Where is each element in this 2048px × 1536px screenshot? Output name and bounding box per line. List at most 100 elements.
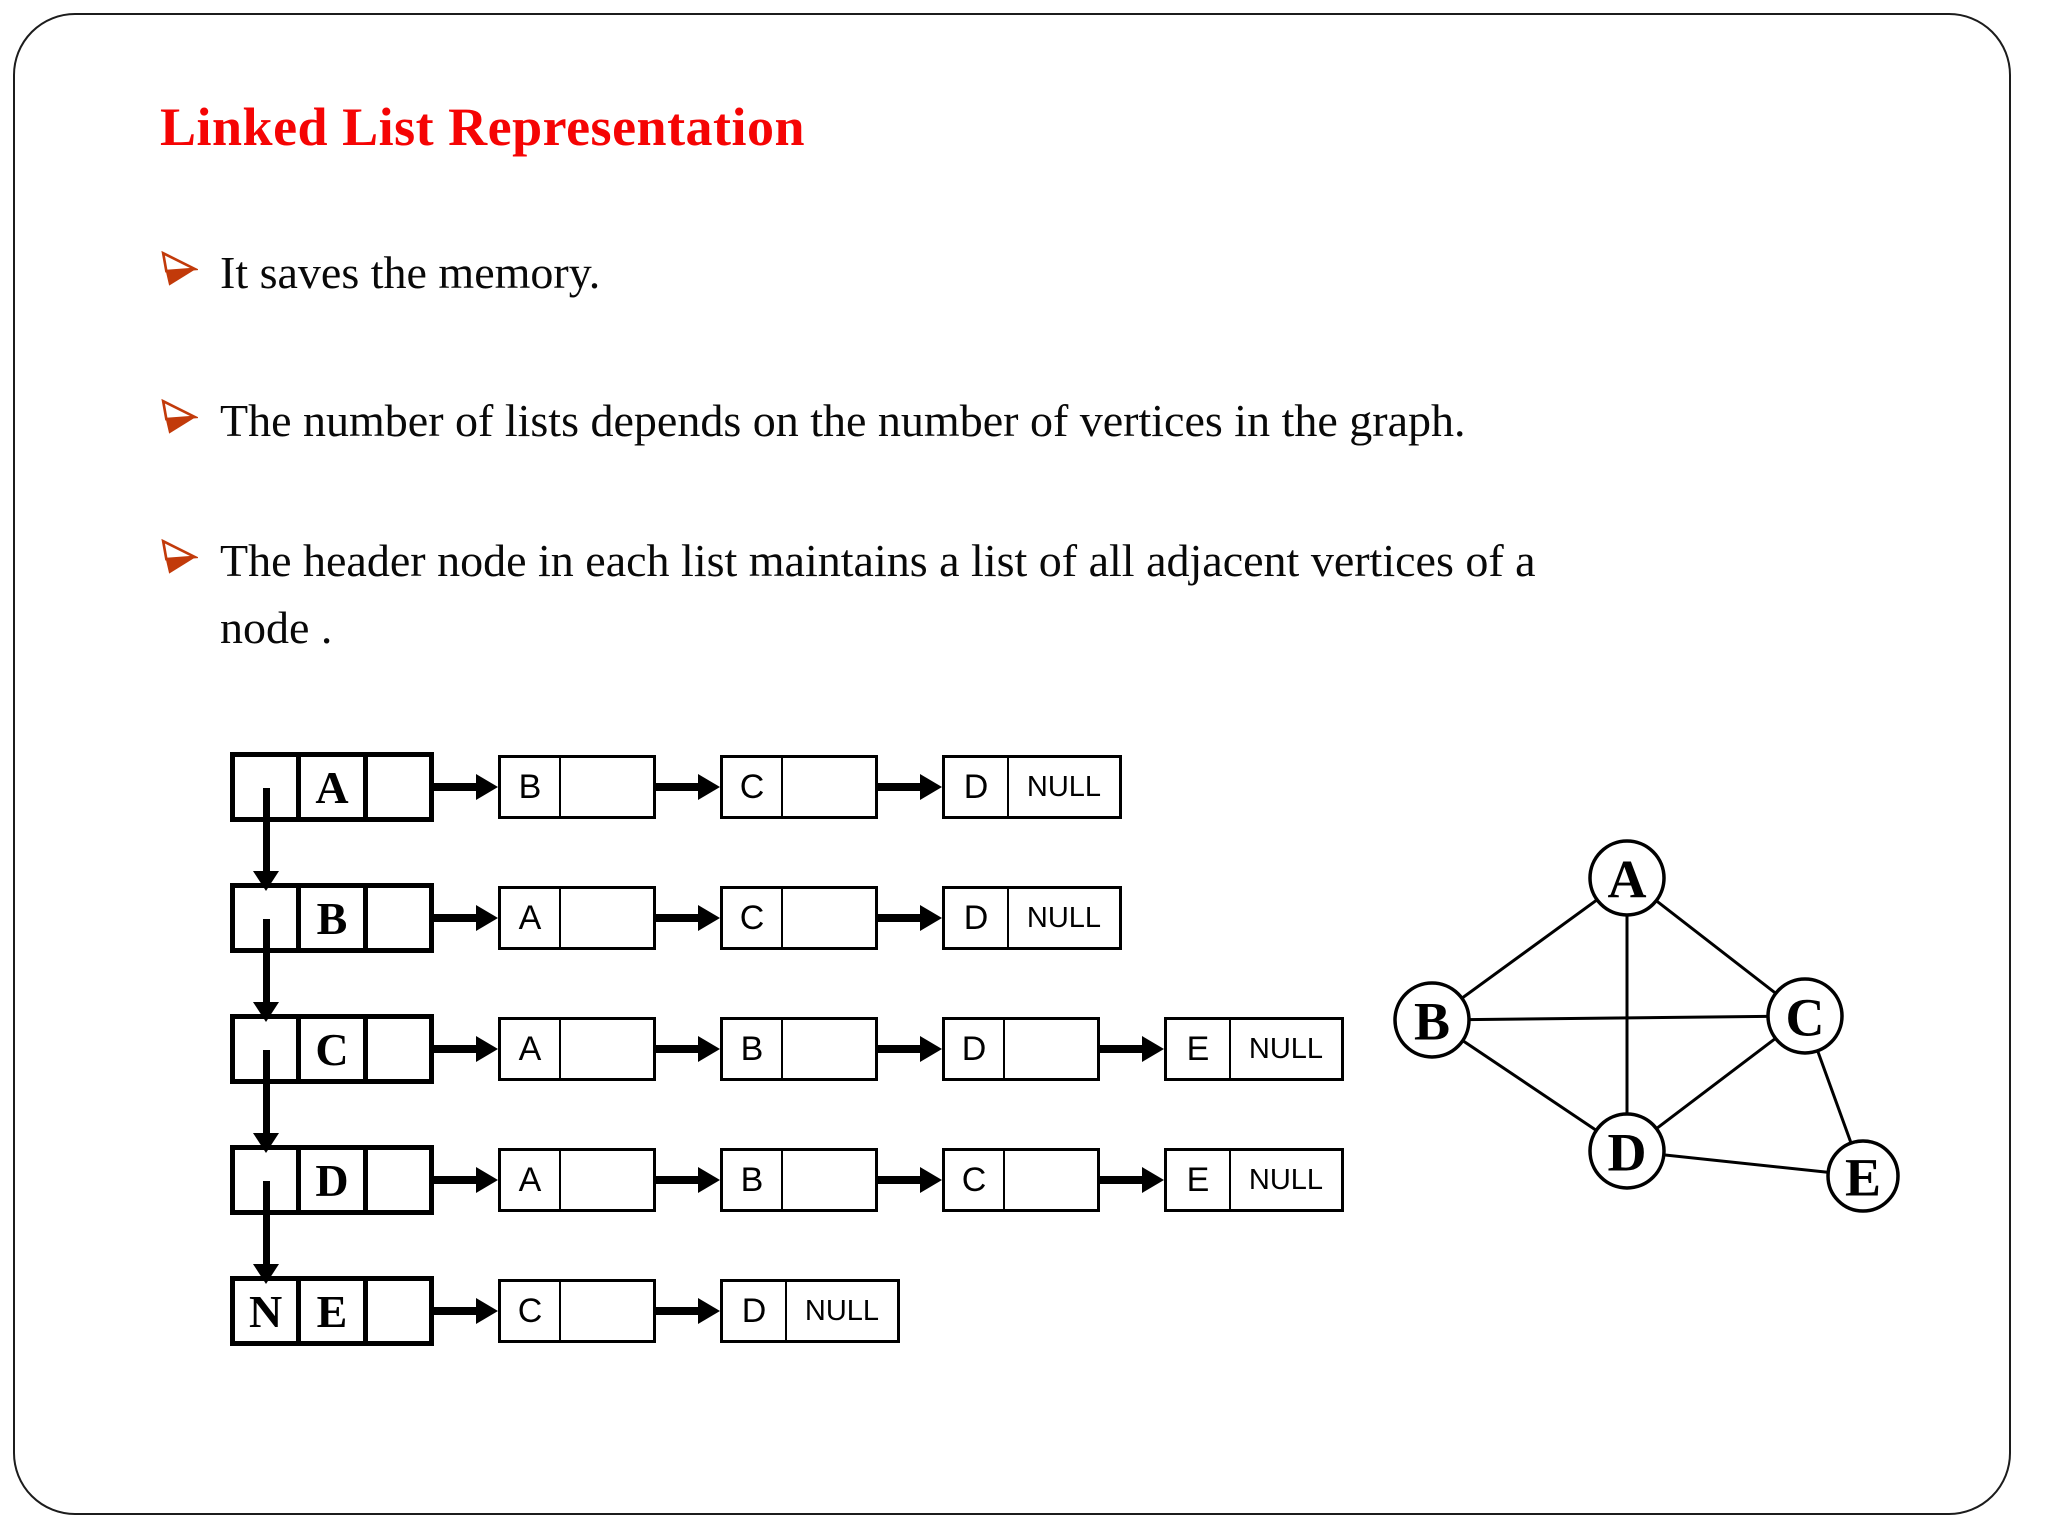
graph-vertex-e: E: [1826, 1139, 1900, 1213]
node-next-cell: [561, 1020, 653, 1078]
adjacency-list-row-d: D A B C E NULL: [230, 1145, 1344, 1215]
slide-title: Linked List Representation: [160, 97, 806, 157]
list-node-null: D NULL: [720, 1279, 900, 1343]
node-null-cell: NULL: [804, 1294, 880, 1327]
header-list-pointer-cell: [368, 1019, 429, 1079]
arrowhead-bullet-icon: [161, 250, 198, 286]
header-vertex-label: C: [296, 1019, 368, 1079]
list-node: C: [720, 755, 878, 819]
vertex-circle: [1588, 1112, 1666, 1190]
header-list-pointer-cell: [368, 1150, 429, 1210]
node-null-cell: NULL: [1248, 1163, 1324, 1196]
pointer-arrow: [434, 773, 498, 801]
pointer-arrow: [656, 1297, 720, 1325]
list-node-null: E NULL: [1164, 1148, 1344, 1212]
graph-vertex-b: B: [1393, 981, 1471, 1059]
graph-figure: A B C D E: [1393, 839, 1900, 1213]
list-node-null: E NULL: [1164, 1017, 1344, 1081]
list-node: D: [942, 1017, 1100, 1081]
list-node: C: [498, 1279, 656, 1343]
header-vertex-label: E: [296, 1281, 368, 1341]
vertex-label: E: [1845, 1147, 1881, 1207]
node-vertex-label: D: [945, 1020, 1005, 1078]
adjacency-list-row-e: N E C D NULL: [230, 1276, 900, 1346]
list-node: B: [720, 1148, 878, 1212]
graph-vertex-a: A: [1588, 839, 1666, 917]
bullet-text: The header node in each list maintains a…: [220, 528, 1536, 661]
vertex-circle: [1826, 1139, 1900, 1213]
pointer-arrow: [656, 1035, 720, 1063]
pointer-arrow: [434, 904, 498, 932]
list-node: C: [720, 886, 878, 950]
list-node: C: [942, 1148, 1100, 1212]
node-vertex-label: E: [1167, 1020, 1231, 1078]
node-next-cell: [1005, 1020, 1097, 1078]
node-null-cell: NULL: [1026, 901, 1102, 934]
node-vertex-label: A: [501, 1151, 561, 1209]
node-null-cell: NULL: [1248, 1032, 1324, 1065]
edge-a-b: [1431, 876, 1628, 1022]
graph-vertex-c: C: [1766, 977, 1844, 1055]
adjacency-list-row-a: A B C D NULL: [230, 752, 1122, 822]
node-vertex-label: D: [945, 758, 1009, 816]
pointer-arrow: [656, 1166, 720, 1194]
node-next-cell: [783, 758, 875, 816]
header-vertex-label: A: [296, 757, 368, 817]
node-vertex-label: D: [723, 1282, 787, 1340]
node-vertex-label: C: [945, 1151, 1005, 1209]
bullet-item-1: It saves the memory.: [160, 240, 600, 307]
node-next-cell: [1005, 1151, 1097, 1209]
header-node-e: N E: [230, 1276, 434, 1346]
bullet-text: The number of lists depends on the numbe…: [220, 388, 1466, 455]
node-vertex-label: C: [501, 1282, 561, 1340]
node-vertex-label: A: [501, 1020, 561, 1078]
header-list-pointer-cell: [368, 888, 429, 948]
header-link-arrow-a-b: [253, 788, 279, 891]
pointer-arrow: [1100, 1035, 1164, 1063]
arrowhead-bullet-icon: [161, 398, 198, 434]
list-node: B: [720, 1017, 878, 1081]
header-null-cell: N: [249, 1285, 283, 1337]
header-vertex-label: B: [296, 888, 368, 948]
vertex-circle: [1588, 839, 1666, 917]
graph-vertex-d: D: [1588, 1112, 1666, 1190]
node-vertex-label: A: [501, 889, 561, 947]
bullet-item-2: The number of lists depends on the numbe…: [160, 388, 1466, 455]
header-link-arrow-d-e: [253, 1181, 279, 1284]
pointer-arrow: [434, 1166, 498, 1194]
node-vertex-label: B: [723, 1151, 783, 1209]
pointer-arrow: [434, 1035, 498, 1063]
node-vertex-label: B: [501, 758, 561, 816]
node-next-cell: [561, 1282, 653, 1340]
list-node: A: [498, 1148, 656, 1212]
node-next-cell: [783, 889, 875, 947]
pointer-arrow: [434, 1297, 498, 1325]
list-node: A: [498, 886, 656, 950]
list-node: A: [498, 1017, 656, 1081]
node-null-cell: NULL: [1026, 770, 1102, 803]
pointer-arrow: [1100, 1166, 1164, 1194]
node-vertex-label: D: [945, 889, 1009, 947]
node-next-cell: [561, 889, 653, 947]
vertex-label: D: [1608, 1122, 1647, 1182]
header-link-arrow-c-d: [253, 1050, 279, 1153]
vertex-label: C: [1786, 987, 1825, 1047]
header-vertex-label: D: [296, 1150, 368, 1210]
pointer-arrow: [878, 904, 942, 932]
adjacency-list-row-c: C A B D E NULL: [230, 1014, 1344, 1084]
bullet-line: The number of lists depends on the numbe…: [220, 395, 1466, 446]
list-node-null: D NULL: [942, 886, 1122, 950]
vertex-circle: [1766, 977, 1844, 1055]
pointer-arrow: [656, 773, 720, 801]
bullet-line: It saves the memory.: [220, 247, 601, 298]
pointer-arrow: [878, 1166, 942, 1194]
vertex-circle: [1393, 981, 1471, 1059]
node-vertex-label: C: [723, 758, 783, 816]
node-vertex-label: B: [723, 1020, 783, 1078]
edge-b-c: [1431, 1014, 1806, 1022]
bullet-item-3: The header node in each list maintains a…: [160, 528, 1536, 661]
node-vertex-label: E: [1167, 1151, 1231, 1209]
node-next-cell: [783, 1151, 875, 1209]
edge-b-d: [1431, 1018, 1628, 1153]
list-node-null: D NULL: [942, 755, 1122, 819]
